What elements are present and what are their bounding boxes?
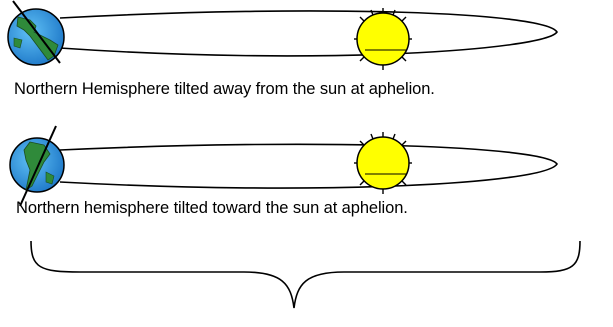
orbit-ellipse-1: [60, 11, 557, 56]
sun-2: [354, 132, 412, 194]
curly-brace: [31, 241, 580, 308]
orbit-ellipse-2: [60, 144, 557, 188]
caption-tilted-toward: Northern hemisphere tilted toward the su…: [16, 199, 408, 218]
panel-2: [10, 126, 557, 206]
sun-1: [354, 8, 412, 70]
earth-2: [10, 126, 64, 206]
earth-1: [8, 1, 64, 65]
panel-1: [8, 1, 557, 70]
caption-tilted-away: Northern Hemisphere tilted away from the…: [14, 80, 435, 99]
